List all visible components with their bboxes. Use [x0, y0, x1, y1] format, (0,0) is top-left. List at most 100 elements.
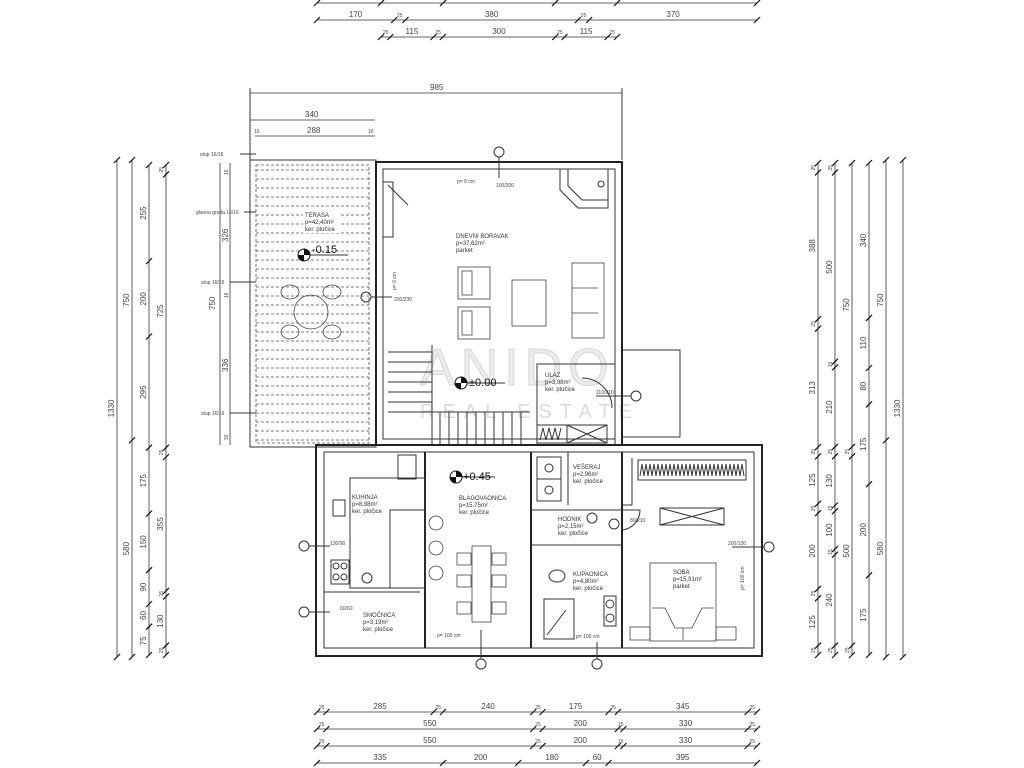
room-name: DNEVNI BORAVAK	[456, 234, 508, 240]
room-name: KUPAONICA	[573, 572, 608, 578]
room-area: p=2,96m²	[573, 472, 599, 478]
dimension-tick	[753, 708, 761, 716]
dimension-value: 150	[139, 535, 148, 549]
dimension-value: 15	[159, 591, 165, 597]
dimension-value: 175	[859, 608, 868, 622]
dimension-value: 200	[474, 753, 488, 762]
dimension-value: 25	[845, 647, 851, 653]
opening-size: 110/210	[596, 390, 614, 396]
dimension-value: 175	[569, 702, 583, 711]
dimension-tick	[322, 708, 330, 716]
dimension-tick	[430, 33, 437, 41]
dimension-tick	[848, 452, 856, 460]
stairs-icon	[388, 345, 530, 445]
bed-icon	[629, 562, 737, 642]
dimension-tick	[744, 742, 752, 750]
dimension-value: 15	[828, 362, 834, 368]
dimension-value: 25	[535, 739, 541, 745]
dimension-tick	[814, 594, 822, 602]
opening-size: 60/60	[340, 606, 353, 612]
washer-icon	[536, 456, 562, 502]
dimension-chain	[313, 0, 761, 7]
room-floor: parket	[456, 248, 473, 254]
dimension-tick	[814, 453, 822, 460]
dimension-tick	[605, 759, 612, 767]
dimension-value: 25	[159, 647, 165, 653]
room-name: BLAGOVAONICA	[459, 496, 506, 502]
opening-size: 80/210	[630, 518, 646, 524]
room-area: p=2,15m²	[558, 524, 584, 530]
dimension-tick	[162, 161, 170, 169]
terrace-note: stup 16/16	[200, 152, 224, 158]
dimension-value: 200	[859, 523, 868, 537]
dimension-value: 240	[481, 702, 495, 711]
dimension-value: 500	[842, 544, 851, 558]
dimension-tick	[882, 156, 890, 164]
dimension-value: 25	[319, 705, 325, 711]
dimension-value: 175	[859, 437, 868, 451]
dimension-value: 388	[808, 239, 817, 253]
dimension-tick	[865, 480, 873, 488]
wardrobe-icon	[637, 459, 747, 481]
dimension-tick	[322, 725, 330, 733]
opening-size: 200/230	[394, 297, 412, 303]
dimension-tick	[744, 725, 752, 733]
dimension-value: 750	[842, 298, 851, 312]
dimension-value: 170	[349, 10, 363, 19]
dimension-chain: 1330	[107, 156, 121, 661]
dimension-tick	[753, 742, 761, 750]
dim-750: 750	[208, 296, 217, 310]
dimension-value: 25	[319, 739, 325, 745]
dimension-tick	[313, 759, 321, 767]
dimension-value: 25	[159, 449, 165, 455]
dimension-tick	[322, 742, 330, 750]
dimension-tick	[614, 708, 622, 716]
dimension-tick	[145, 651, 153, 659]
room-name: VEŠERAJ	[573, 464, 600, 471]
dimension-tick	[831, 443, 839, 451]
round-table-icon	[280, 284, 342, 340]
dimension-tick	[831, 551, 839, 559]
dimension-tick	[831, 651, 839, 659]
dimension-tick	[605, 708, 612, 716]
dimension-value: 340	[859, 233, 868, 247]
dimension-value: 240	[825, 593, 834, 607]
dimension-value: 255	[139, 206, 148, 220]
dimension-tick	[313, 742, 321, 750]
dimension-tick	[753, 759, 761, 767]
dimension-value: 25	[436, 705, 442, 711]
dimension-tick	[539, 708, 547, 716]
dimension-tick	[865, 159, 873, 167]
dimension-value: 25	[750, 739, 756, 745]
dimension-tick	[865, 571, 873, 579]
dimension-value: 25	[750, 705, 756, 711]
dimension-tick	[882, 653, 890, 661]
dimension-tick	[574, 16, 582, 24]
dimension-value: 25	[811, 321, 817, 327]
dimension-tick	[865, 401, 873, 408]
dimension-value: 25	[383, 30, 389, 36]
dimension-tick	[128, 156, 136, 164]
dimension-value: 25	[610, 705, 616, 711]
dimension-tick	[145, 257, 153, 265]
dimension-tick	[145, 623, 153, 631]
room-floor: parket	[673, 584, 690, 590]
dimension-tick	[814, 651, 822, 659]
dimension-value: 15	[828, 549, 834, 555]
dimension-tick	[831, 363, 839, 371]
dim-336: 336	[221, 358, 230, 372]
dimension-value: 130	[825, 474, 834, 488]
room-name: TERASA	[305, 213, 329, 219]
dimension-tick	[561, 33, 568, 41]
dimension-value: 200	[574, 719, 588, 728]
dimension-tick	[145, 566, 153, 574]
dimension-value: 130	[156, 614, 165, 628]
